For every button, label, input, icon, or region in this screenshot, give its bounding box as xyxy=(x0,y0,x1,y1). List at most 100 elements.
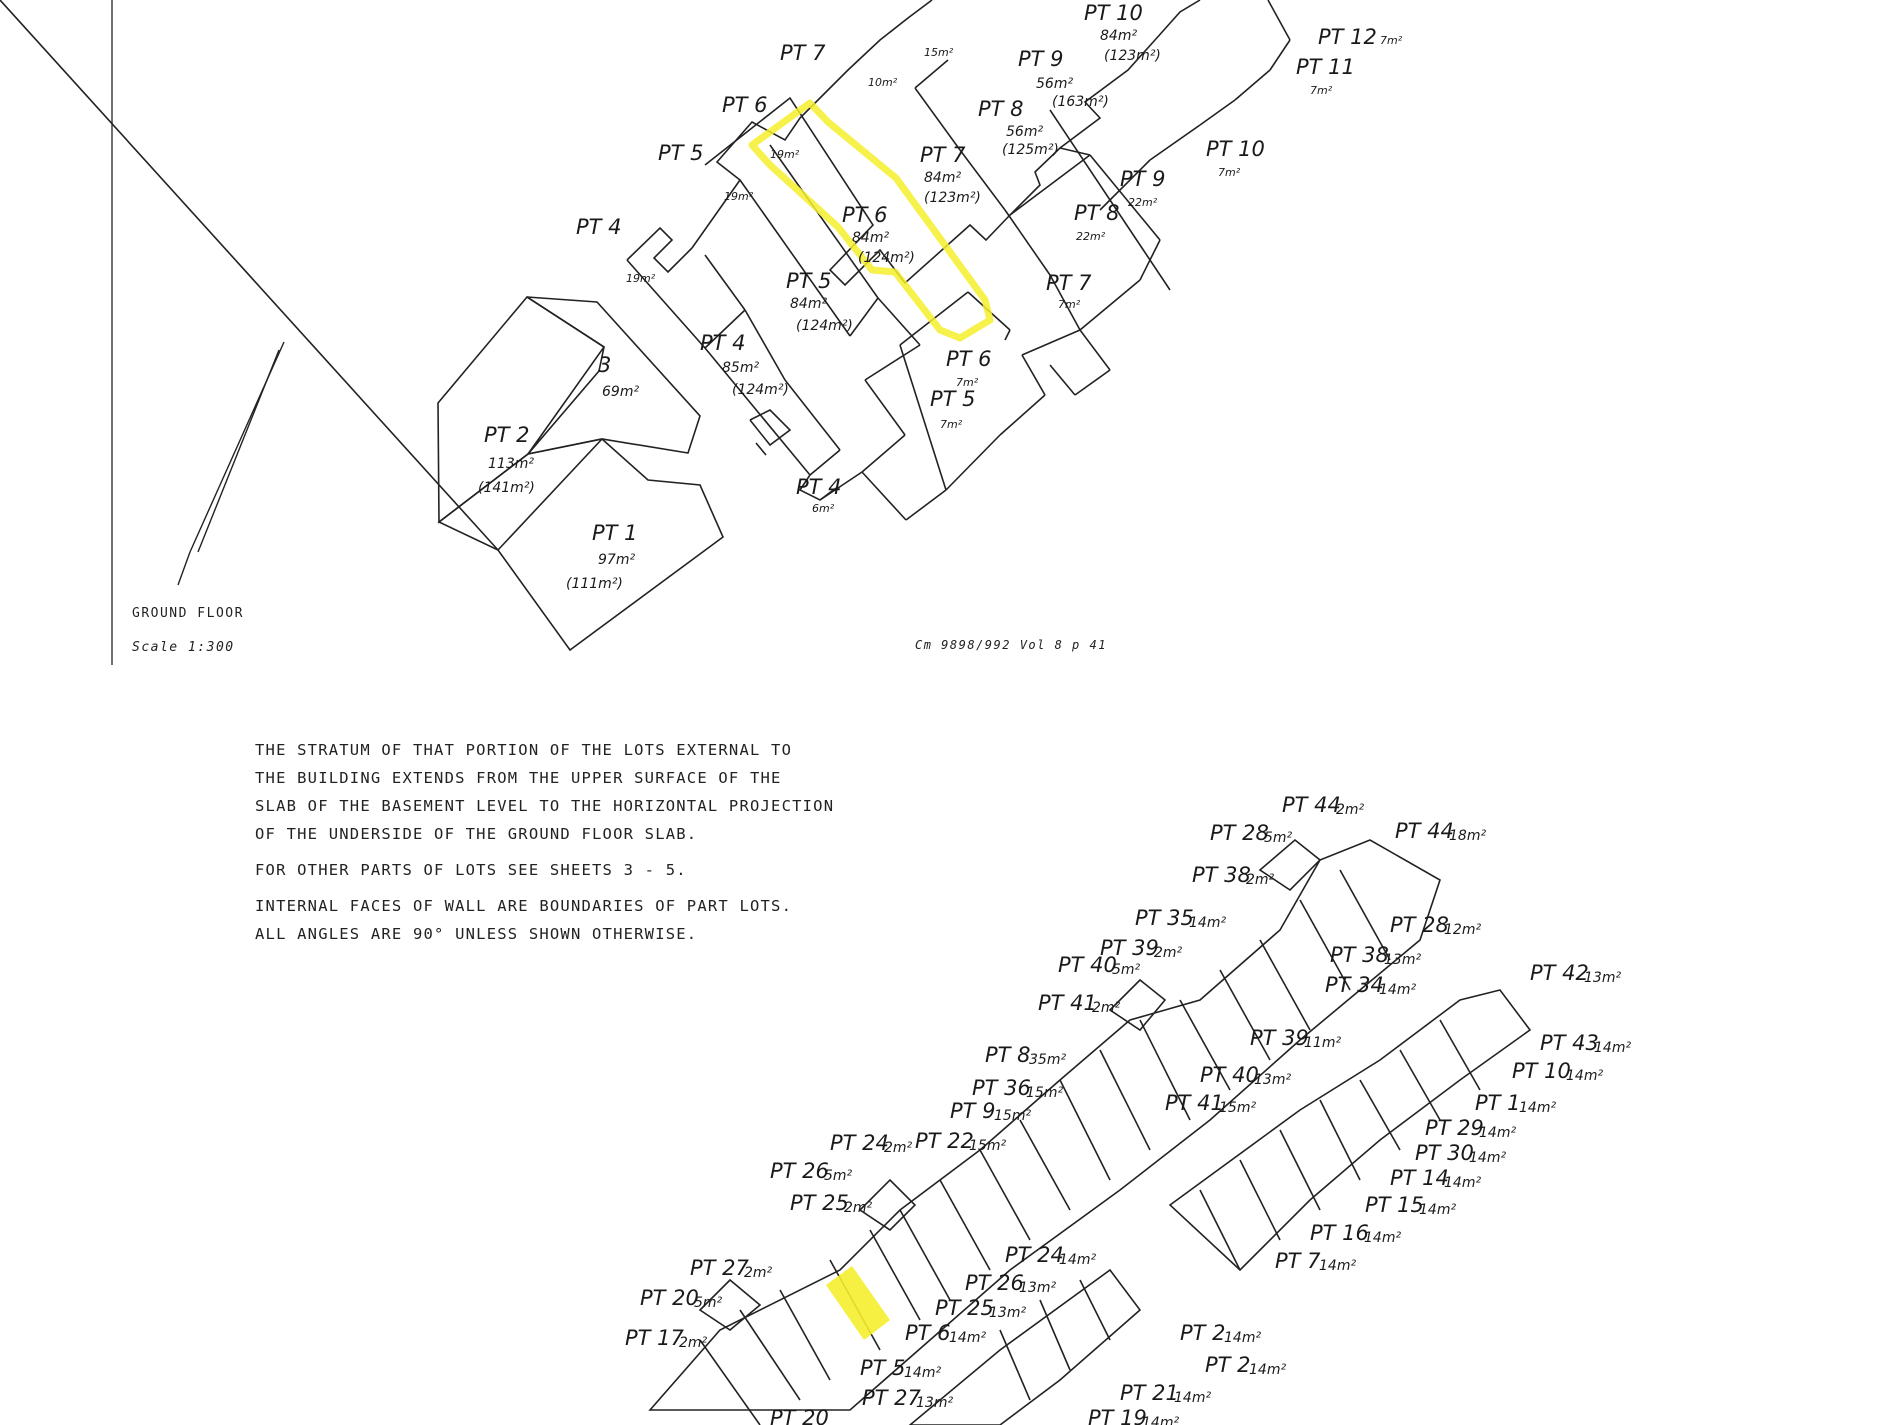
basement-lot-name: PT 25 xyxy=(935,1296,994,1320)
note-line-3: SLAB OF THE BASEMENT LEVEL TO THE HORIZO… xyxy=(255,797,835,815)
note-line-4: OF THE UNDERSIDE OF THE GROUND FLOOR SLA… xyxy=(255,825,698,843)
basement-lot-name: PT 43 xyxy=(1540,1031,1599,1055)
basement-lot-area: 14m² xyxy=(949,1330,986,1346)
c8-area: 15m² xyxy=(924,46,954,59)
basement-lot-area: 2m² xyxy=(884,1140,913,1156)
s11-label: PT 11 xyxy=(1296,55,1355,79)
basement-lot-area: 5m² xyxy=(694,1295,723,1311)
basement-lot-area: 14m² xyxy=(1249,1362,1286,1378)
basement-lot-name: PT 21 xyxy=(1120,1381,1179,1405)
s6-area: 7m² xyxy=(956,376,979,389)
pt1-gross: (111m²) xyxy=(566,576,623,592)
note-line-6: INTERNAL FACES OF WALL ARE BOUNDARIES OF… xyxy=(255,897,793,915)
basement-plan xyxy=(648,838,1532,1425)
basement-lot-name: PT 40 xyxy=(1200,1063,1259,1087)
basement-lot-name: PT 19 xyxy=(1088,1406,1147,1425)
floor-label: GROUND FLOOR xyxy=(132,606,244,621)
basement-lot-name: PT 1 xyxy=(1475,1091,1521,1115)
basement-lot-area: 14m² xyxy=(1224,1330,1261,1346)
c7-area: 10m² xyxy=(868,76,898,89)
c5-area: 19m² xyxy=(724,190,754,203)
basement-lot-area: 15m² xyxy=(994,1108,1031,1124)
basement-lot-area: 13m² xyxy=(916,1395,953,1411)
basement-lot-name: PT 27 xyxy=(690,1256,750,1280)
note-line-1: THE STRATUM OF THAT PORTION OF THE LOTS … xyxy=(255,741,793,759)
basement-lot-area: 2m² xyxy=(1154,945,1183,961)
note-line-2: THE BUILDING EXTENDS FROM THE UPPER SURF… xyxy=(255,769,782,787)
c4-label: PT 4 xyxy=(576,215,622,239)
north-arrow xyxy=(177,341,285,586)
c6-label: PT 6 xyxy=(722,93,768,117)
basement-lot-name: PT 6 xyxy=(905,1321,951,1345)
basement-lot-name: PT 27 xyxy=(862,1386,922,1410)
s12-area: 7m² xyxy=(1380,34,1403,47)
basement-lot-name: PT 8 xyxy=(985,1043,1031,1067)
basement-lot-name: PT 9 xyxy=(950,1099,996,1123)
basement-lot-area: 13m² xyxy=(1254,1072,1291,1088)
basement-lot-name: PT 40 xyxy=(1058,953,1117,977)
basement-lot-name: PT 28 xyxy=(1210,821,1269,845)
pt9-label: PT 9 xyxy=(1018,47,1064,71)
s4-area: 6m² xyxy=(812,502,835,515)
lot3-label: 3 xyxy=(598,353,611,377)
plan-reference: Cm 9898/992 Vol 8 p 41 xyxy=(915,638,1107,652)
highlight-pt6-ground xyxy=(748,99,994,342)
pt10-label: PT 10 xyxy=(1084,1,1143,25)
basement-lot-area: 2m² xyxy=(744,1265,773,1281)
basement-lot-area: 15m² xyxy=(969,1138,1006,1154)
pt5-gross: (124m²) xyxy=(796,318,853,334)
pt5-area: 84m² xyxy=(790,296,827,312)
s4-label: PT 4 xyxy=(796,475,842,499)
basement-lot-name: PT 7 xyxy=(1275,1249,1321,1273)
s7-area: 7m² xyxy=(1058,298,1081,311)
basement-lot-area: 2m² xyxy=(1092,1000,1121,1016)
basement-lot-name: PT 25 xyxy=(790,1191,849,1215)
basement-lot-area: 12m² xyxy=(1444,922,1481,938)
s8-area: 22m² xyxy=(1076,230,1106,243)
basement-lot-area: 18m² xyxy=(1449,828,1486,844)
pt4-label: PT 4 xyxy=(700,331,746,355)
c7-label: PT 7 xyxy=(780,41,826,65)
plan-notes: THE STRATUM OF THAT PORTION OF THE LOTS … xyxy=(255,736,975,948)
s10-area: 7m² xyxy=(1218,166,1241,179)
basement-lot-area: 2m² xyxy=(1246,872,1275,888)
basement-lot-name: PT 41 xyxy=(1038,991,1097,1015)
pt8-area: 56m² xyxy=(1006,124,1043,140)
s10-label: PT 10 xyxy=(1206,137,1265,161)
basement-lot-area: 14m² xyxy=(1566,1068,1603,1084)
scale-label: Scale 1:300 xyxy=(132,640,235,655)
basement-lot-area: 14m² xyxy=(904,1365,941,1381)
basement-lot-area: 14m² xyxy=(1364,1230,1401,1246)
c6-area: 19m² xyxy=(770,148,800,161)
basement-lot-area: 5m² xyxy=(1264,830,1293,846)
basement-lot-name: PT 34 xyxy=(1325,973,1384,997)
lot3-area: 69m² xyxy=(602,384,639,400)
basement-lot-name: PT 16 xyxy=(1310,1221,1369,1245)
basement-lot-area: 14m² xyxy=(1059,1252,1096,1268)
pt7-label: PT 7 xyxy=(920,143,966,167)
basement-lot-name: PT 22 xyxy=(915,1129,974,1153)
pt7-area: 84m² xyxy=(924,170,961,186)
basement-lot-name: PT 42 xyxy=(1530,961,1589,985)
ground-floor-plan xyxy=(0,0,1291,652)
pt9-gross: (163m²) xyxy=(1052,94,1109,110)
basement-lot-name: PT 38 xyxy=(1192,863,1251,887)
pt6-label: PT 6 xyxy=(842,203,888,227)
basement-lot-area: 5m² xyxy=(1112,962,1141,978)
pt6-gross: (124m²) xyxy=(858,250,915,266)
basement-lot-area: 14m² xyxy=(1469,1150,1506,1166)
basement-lot-area: 14m² xyxy=(1519,1100,1556,1116)
basement-lot-area: 2m² xyxy=(844,1200,873,1216)
basement-lot-name: PT 2 xyxy=(1180,1321,1226,1345)
basement-lot-name: PT 38 xyxy=(1330,943,1389,967)
note-line-7: ALL ANGLES ARE 90° UNLESS SHOWN OTHERWIS… xyxy=(255,925,698,943)
s5-label: PT 5 xyxy=(930,387,976,411)
s7-label: PT 7 xyxy=(1046,271,1092,295)
basement-lot-area: 13m² xyxy=(1584,970,1621,986)
basement-lot-name: PT 14 xyxy=(1390,1166,1449,1190)
pt2-label: PT 2 xyxy=(484,423,530,447)
basement-lot-name: PT 26 xyxy=(770,1159,829,1183)
basement-lot-name: PT 15 xyxy=(1365,1193,1424,1217)
